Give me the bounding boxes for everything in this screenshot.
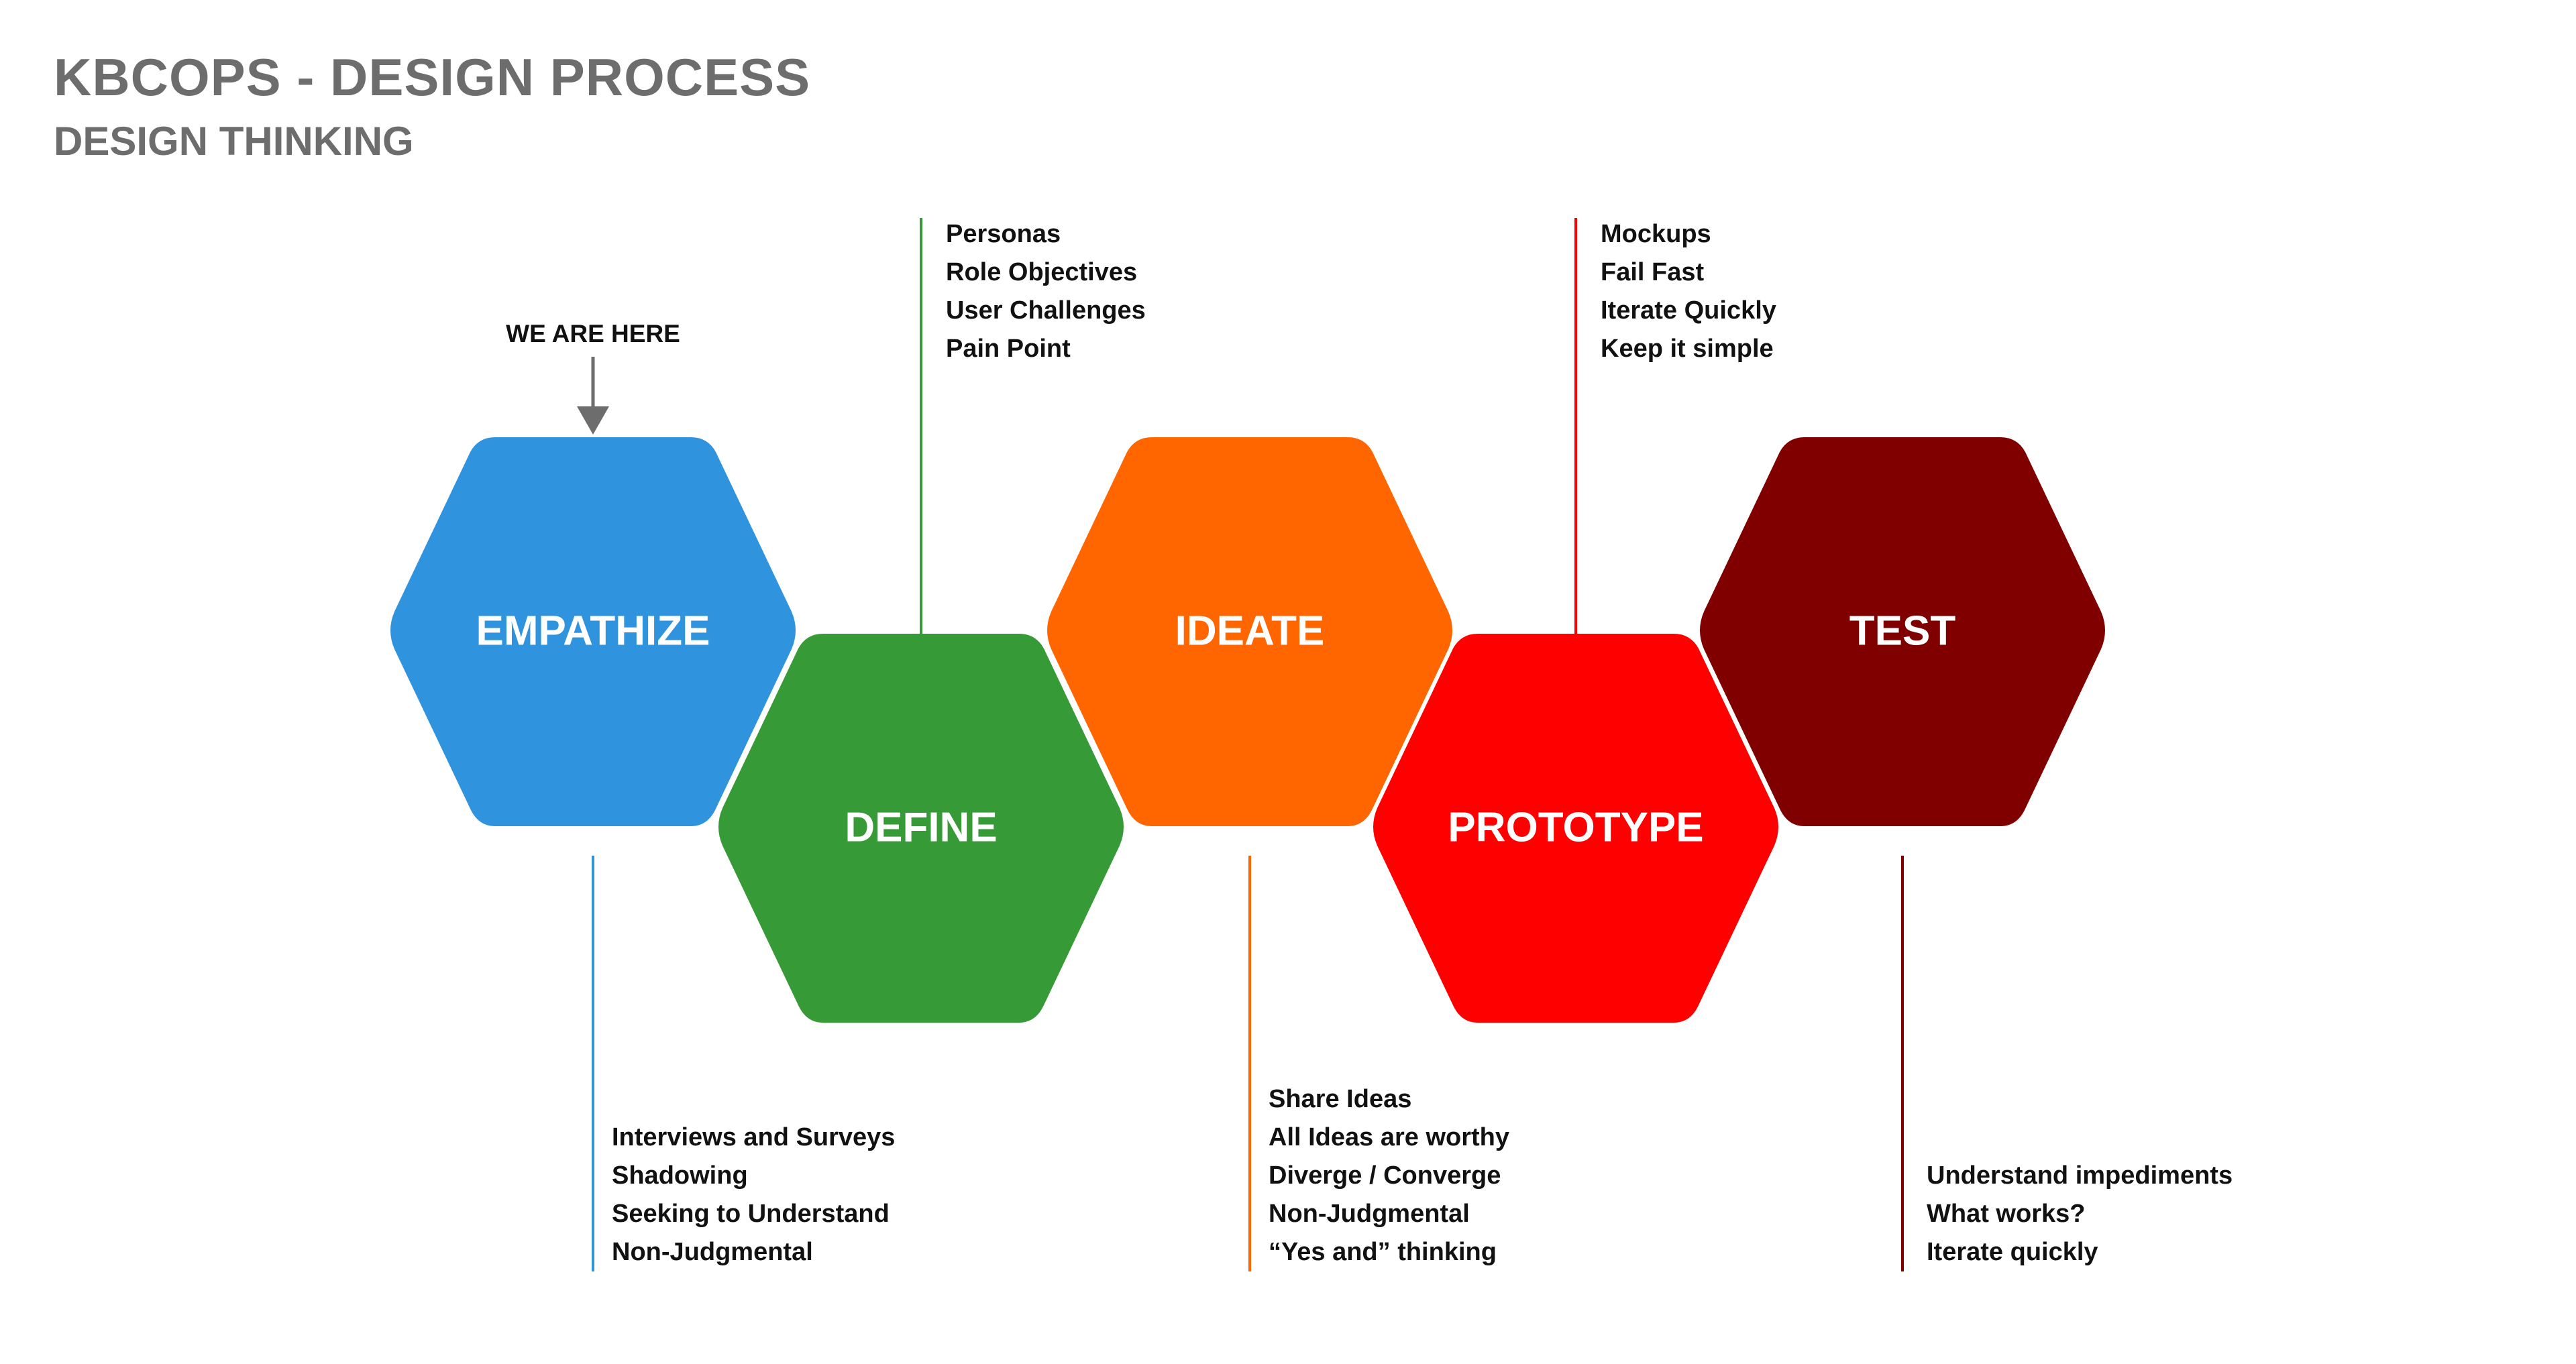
prototype-note-2: Fail Fast xyxy=(1601,258,1705,286)
test-label: TEST xyxy=(1849,608,1956,654)
test-notes: Understand impediments What works? Itera… xyxy=(1927,1157,2233,1271)
define-label: DEFINE xyxy=(845,804,997,850)
prototype-hexagon: PROTOTYPE xyxy=(1373,634,1778,1023)
ideate-note-3: Diverge / Converge xyxy=(1269,1161,1501,1190)
empathize-notes: Interviews and Surveys Shadowing Seeking… xyxy=(612,1119,895,1271)
define-note-1: Personas xyxy=(946,220,1061,248)
ideate-note-5: “Yes and” thinking xyxy=(1269,1238,1497,1266)
prototype-label: PROTOTYPE xyxy=(1448,804,1703,850)
test-note-3: Iterate quickly xyxy=(1927,1238,2098,1266)
ideate-notes: Share Ideas All Ideas are worthy Diverge… xyxy=(1269,1080,1509,1271)
prototype-note-3: Iterate Quickly xyxy=(1601,296,1776,325)
ideate-note-1: Share Ideas xyxy=(1269,1085,1412,1113)
we-are-here-label: WE ARE HERE xyxy=(506,320,680,347)
ideate-hexagon-shape xyxy=(1047,437,1452,826)
page-title: KBCOPS - DESIGN PROCESS xyxy=(54,48,811,107)
define-notes: Personas Role Objectives User Challenges… xyxy=(946,215,1146,368)
prototype-note-1: Mockups xyxy=(1601,220,1711,248)
we-are-here-marker: WE ARE HERE xyxy=(506,320,680,435)
define-note-4: Pain Point xyxy=(946,335,1071,363)
empathize-note-1: Interviews and Surveys xyxy=(612,1123,896,1151)
prototype-note-4: Keep it simple xyxy=(1601,335,1774,363)
empathize-note-4: Non-Judgmental xyxy=(612,1238,813,1266)
prototype-notes: Mockups Fail Fast Iterate Quickly Keep i… xyxy=(1601,215,1776,368)
test-note-1: Understand impediments xyxy=(1927,1161,2233,1190)
page-subtitle: DESIGN THINKING xyxy=(54,119,414,164)
empathize-label: EMPATHIZE xyxy=(476,608,710,654)
test-hexagon-shape xyxy=(1700,437,2105,826)
define-note-2: Role Objectives xyxy=(946,258,1138,286)
define-hexagon: DEFINE xyxy=(718,634,1124,1023)
define-note-3: User Challenges xyxy=(946,296,1146,325)
empathize-hexagon: EMPATHIZE xyxy=(390,437,796,826)
down-arrow-icon xyxy=(577,406,609,435)
ideate-hexagon: IDEATE xyxy=(1047,437,1452,826)
test-note-2: What works? xyxy=(1927,1200,2086,1228)
empathize-note-3: Seeking to Understand xyxy=(612,1200,890,1228)
ideate-label: IDEATE xyxy=(1175,608,1325,654)
prototype-hexagon-shape xyxy=(1373,634,1778,1023)
ideate-note-4: Non-Judgmental xyxy=(1269,1200,1470,1228)
empathize-note-2: Shadowing xyxy=(612,1161,748,1190)
test-hexagon: TEST xyxy=(1700,437,2105,826)
empathize-hexagon-shape xyxy=(390,437,796,826)
ideate-note-2: All Ideas are worthy xyxy=(1269,1123,1510,1151)
define-hexagon-shape xyxy=(718,634,1124,1023)
